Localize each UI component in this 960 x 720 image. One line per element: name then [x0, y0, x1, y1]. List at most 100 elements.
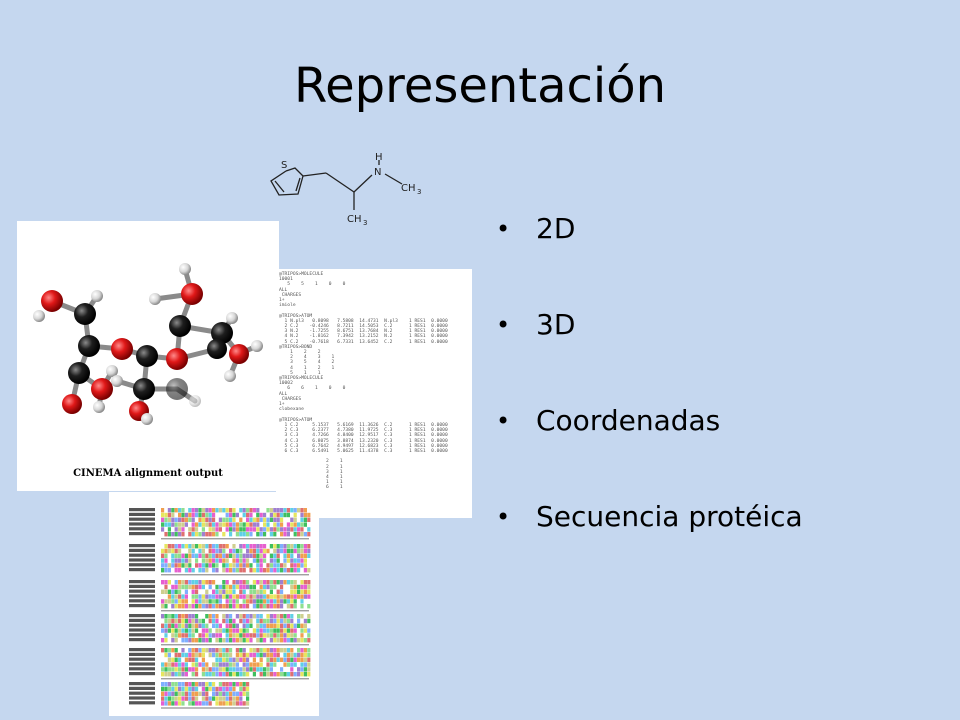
residue-cell — [235, 691, 239, 696]
residue-cell — [178, 614, 182, 619]
residue-cell — [273, 548, 277, 554]
sequence-label — [129, 589, 155, 593]
residue-cell — [201, 558, 205, 563]
residue-cell — [300, 527, 304, 532]
residue-cell — [191, 701, 195, 706]
residue-cell — [283, 589, 287, 594]
residue-cell — [195, 604, 199, 609]
sequence-alignment-image — [109, 492, 319, 716]
residue-cell — [225, 648, 229, 653]
residue-cell — [297, 618, 301, 624]
sequence-label — [129, 652, 155, 656]
residue-cell — [249, 652, 253, 658]
residue-cell — [300, 563, 304, 568]
residue-cell — [191, 628, 195, 633]
residue-cell — [201, 522, 205, 527]
residue-cell — [167, 589, 171, 594]
residue-cell — [198, 657, 202, 662]
residue-cell — [167, 638, 171, 643]
residue-cell — [208, 548, 212, 554]
residue-cell — [212, 691, 216, 696]
residue-cell — [205, 672, 209, 677]
residue-cell — [303, 527, 307, 532]
residue-cell — [259, 604, 263, 609]
residue-cell — [218, 604, 222, 609]
residue-cell — [178, 512, 182, 518]
residue-cell — [178, 584, 182, 590]
residue-cell — [198, 548, 202, 554]
residue-cell — [280, 532, 284, 537]
residue-cell — [303, 512, 307, 518]
residue-cell — [252, 672, 256, 677]
residue-cell — [225, 544, 229, 549]
residue-cell — [286, 568, 290, 573]
residue-cell — [273, 527, 277, 532]
residue-cell — [167, 696, 171, 701]
residue-cell — [307, 527, 311, 532]
residue-cell — [164, 589, 168, 594]
residue-cell — [167, 544, 171, 549]
sequence-label — [129, 701, 155, 705]
residue-cell — [188, 522, 192, 527]
residue-cell — [208, 614, 212, 619]
residue-cell — [229, 517, 233, 522]
residue-cell — [195, 594, 199, 599]
position-ruler — [161, 644, 309, 646]
residue-cell — [181, 512, 185, 518]
residue-cell — [164, 701, 168, 706]
residue-cell — [259, 594, 263, 599]
residue-cell — [222, 657, 226, 662]
residue-cell — [239, 628, 243, 633]
residue-cell — [191, 580, 195, 585]
residue-cell — [215, 701, 219, 706]
residue-cell — [300, 618, 304, 624]
residue-cell — [222, 701, 226, 706]
residue-cell — [297, 568, 301, 573]
residue-cell — [293, 517, 297, 522]
residue-cell — [263, 604, 267, 609]
residue-cell — [218, 657, 222, 662]
residue-cell — [293, 512, 297, 518]
residue-cell — [293, 594, 297, 599]
residue-cell — [215, 553, 219, 558]
residue-cell — [303, 563, 307, 568]
residue-cell — [249, 580, 253, 585]
residue-cell — [222, 599, 226, 604]
residue-cell — [191, 614, 195, 619]
residue-cell — [205, 522, 209, 527]
residue-cell — [225, 558, 229, 563]
residue-cell — [225, 594, 229, 599]
residue-cell — [171, 662, 175, 667]
residue-cell — [229, 618, 233, 624]
residue-cell — [208, 618, 212, 624]
residue-cell — [246, 667, 250, 672]
residue-cell — [246, 682, 250, 687]
residue-cell — [212, 662, 216, 667]
residue-cell — [212, 618, 216, 624]
residue-cell — [239, 696, 243, 701]
residue-cell — [259, 544, 263, 549]
residue-cell — [201, 508, 205, 513]
residue-cell — [181, 662, 185, 667]
residue-cell — [201, 633, 205, 638]
residue-cell — [178, 701, 182, 706]
residue-cell — [191, 672, 195, 677]
residue-cell — [174, 633, 178, 638]
residue-cell — [263, 618, 267, 624]
sequence-label — [129, 512, 155, 516]
residue-cell — [184, 662, 188, 667]
residue-cell — [303, 568, 307, 573]
residue-cell — [246, 553, 250, 558]
residue-cell — [280, 522, 284, 527]
residue-cell — [276, 548, 280, 554]
residue-cell — [235, 532, 239, 537]
residue-cell — [286, 527, 290, 532]
residue-cell — [290, 599, 294, 604]
residue-cell — [263, 527, 267, 532]
residue-cell — [184, 553, 188, 558]
residue-cell — [300, 628, 304, 633]
residue-cell — [300, 657, 304, 662]
residue-cell — [195, 618, 199, 624]
residue-cell — [229, 614, 233, 619]
residue-cell — [232, 662, 236, 667]
